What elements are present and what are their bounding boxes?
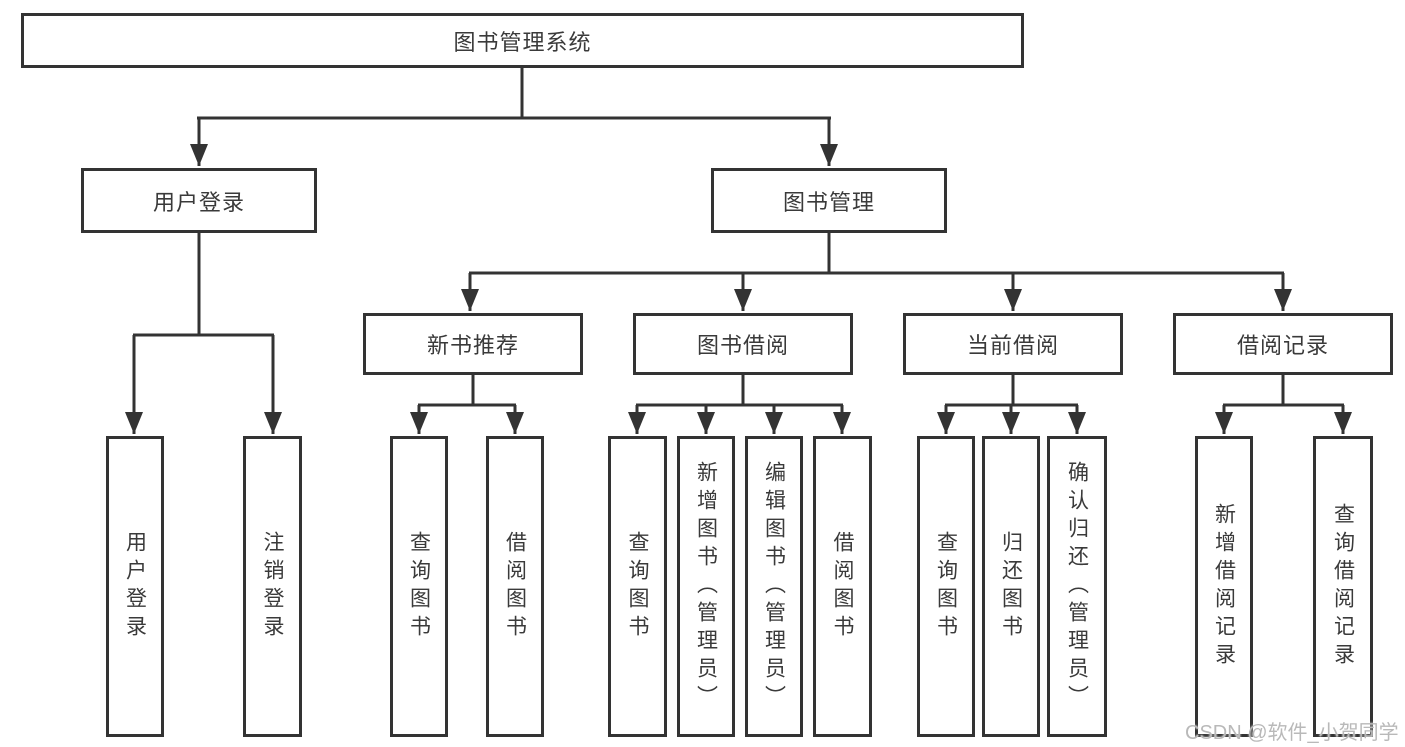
leaf-label: 查询图书 (934, 530, 958, 643)
node-new-book-recommend: 新书推荐 (363, 313, 583, 375)
leaf-label: 新增图书（管理员） (694, 460, 718, 713)
node-book-borrow: 图书借阅 (633, 313, 853, 375)
leaf-return-book: 归还图书 (982, 436, 1040, 737)
node-user-login: 用户登录 (81, 168, 317, 233)
leaf-borrow-book-2: 借阅图书 (813, 436, 872, 737)
leaf-logout: 注销登录 (243, 436, 302, 737)
leaf-label: 编辑图书（管理员） (762, 460, 786, 713)
leaf-label: 查询借阅记录 (1331, 502, 1355, 671)
leaf-label: 注销登录 (261, 530, 284, 643)
leaf-query-book-2: 查询图书 (608, 436, 667, 737)
node-root-library-system: 图书管理系统 (21, 13, 1024, 68)
leaf-confirm-return-admin: 确认归还（管理员） (1047, 436, 1107, 737)
csdn-watermark: CSDN @软件_小贺同学 (1185, 722, 1399, 744)
node-borrow-record: 借阅记录 (1173, 313, 1393, 375)
leaf-label: 查询图书 (407, 530, 431, 643)
leaf-label: 借阅图书 (831, 530, 854, 643)
leaf-label: 用户登录 (123, 530, 147, 643)
leaf-add-book-admin: 新增图书（管理员） (677, 436, 735, 737)
leaf-label: 新增借阅记录 (1212, 502, 1236, 671)
leaf-query-book-1: 查询图书 (390, 436, 448, 737)
leaf-borrow-book-1: 借阅图书 (486, 436, 544, 737)
leaf-user-login: 用户登录 (106, 436, 164, 737)
leaf-add-borrow-record: 新增借阅记录 (1195, 436, 1253, 737)
leaf-label: 归还图书 (999, 530, 1023, 643)
leaf-query-book-3: 查询图书 (917, 436, 975, 737)
leaf-label: 借阅图书 (503, 530, 527, 643)
leaf-label: 确认归还（管理员） (1065, 460, 1089, 713)
node-current-borrow: 当前借阅 (903, 313, 1123, 375)
node-book-management: 图书管理 (711, 168, 947, 233)
leaf-edit-book-admin: 编辑图书（管理员） (745, 436, 803, 737)
leaf-label: 查询图书 (626, 530, 649, 643)
leaf-query-borrow-record: 查询借阅记录 (1313, 436, 1373, 737)
